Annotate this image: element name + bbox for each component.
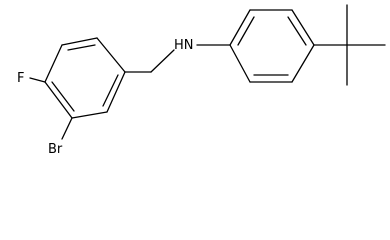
ring-bond [106, 71, 126, 113]
ring-double-bond [102, 74, 119, 107]
bromine-label: Br [48, 142, 63, 155]
ring-double-bond [287, 16, 307, 46]
tert-butyl-group [313, 4, 386, 86]
ring-double-bond [51, 81, 75, 112]
ring-bond [44, 81, 73, 119]
ring-bond [96, 37, 126, 73]
ring-bond [229, 9, 251, 46]
ring-bond [61, 37, 98, 46]
fluorine-label: F [17, 71, 24, 86]
bromofluorophenyl-ring [44, 37, 126, 119]
ring-bond [291, 9, 315, 46]
ring-bond [291, 44, 315, 83]
ring-bond [44, 44, 63, 83]
ch2-n-bond [150, 49, 175, 73]
ring-double-bond [237, 16, 255, 46]
molecule-diagram: HN F Br [17, 4, 386, 155]
c-f-bond [29, 77, 46, 83]
ring-double-bond [67, 44, 96, 51]
ring-bond [229, 44, 251, 83]
nh-label: HN [174, 38, 194, 53]
structure-svg: HN F Br [17, 4, 386, 155]
ring-bond [71, 111, 108, 119]
c-br-bond [61, 117, 73, 140]
tert-butylphenyl-ring [229, 9, 315, 83]
